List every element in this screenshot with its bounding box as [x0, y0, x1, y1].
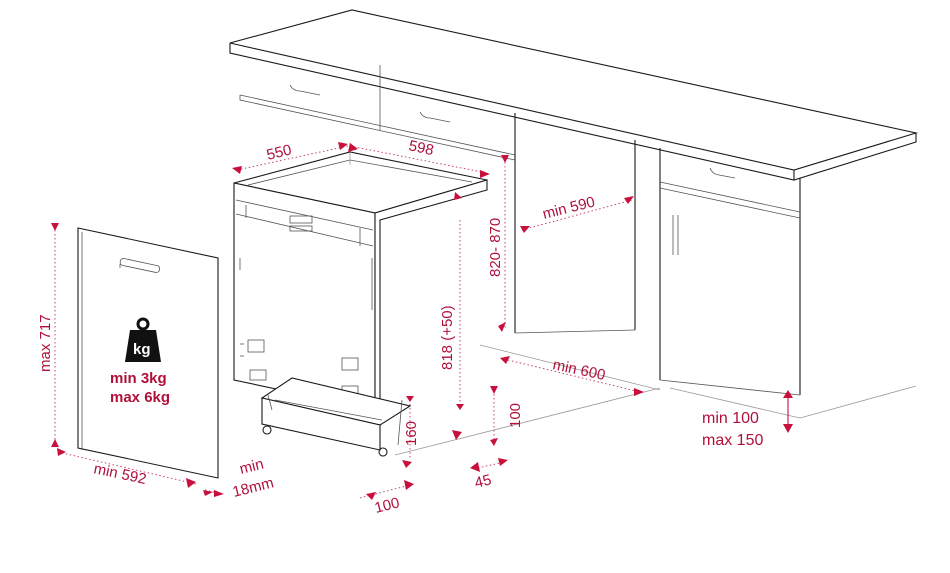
arrow-marker [406, 396, 414, 402]
dim-min592-label: min 592 [92, 460, 148, 488]
arrow-marker [454, 192, 462, 200]
arrow-marker [232, 166, 242, 174]
arrow-marker [186, 478, 196, 488]
arrow-marker [214, 490, 224, 497]
floor [394, 344, 661, 456]
arrow-marker [456, 404, 464, 410]
dim-max717-label: max 717 [37, 314, 54, 372]
arrow-marker [490, 438, 498, 446]
arrow-marker [57, 448, 66, 456]
dim-100-right-label: 100 [507, 403, 524, 428]
weight-max-label: max 6kg [110, 389, 170, 406]
arrow-marker [452, 430, 462, 440]
arrow-marker [51, 439, 59, 447]
arrow-marker [402, 460, 412, 468]
weight-min-label: min 3kg [110, 370, 167, 387]
weight-icon: kg [125, 317, 161, 362]
countertop [229, 9, 919, 181]
arrow-marker [51, 223, 59, 231]
dim-820-870-label: 820- 870 [487, 218, 504, 277]
arrow-marker [501, 155, 509, 163]
dishwasher [233, 151, 488, 457]
weight-icon-label: kg [133, 341, 151, 358]
dim-598-label: 598 [407, 137, 435, 159]
right-cabinet [659, 148, 917, 419]
dim-818-label: 818 (+50) [439, 305, 456, 370]
dim-min-label: min [238, 456, 266, 478]
arrow-marker [634, 388, 644, 396]
arrow-marker [348, 143, 358, 152]
dim-min590-label: min 590 [541, 193, 597, 222]
arrow-marker [500, 356, 510, 364]
arrow-marker [520, 226, 530, 233]
dim-18mm-label: 18mm [231, 474, 276, 501]
dim-550-label: 550 [265, 141, 293, 164]
niche-left-cabinet [514, 113, 636, 334]
dim-45-label: 45 [473, 471, 493, 492]
arrow-markers [51, 142, 793, 500]
dim-min100-label: min 100 [702, 410, 759, 427]
dim-min600-label: min 600 [551, 356, 607, 384]
arrow-marker [783, 390, 793, 398]
arrow-marker [498, 458, 508, 466]
arrow-marker [338, 142, 348, 150]
arrow-marker [783, 424, 793, 433]
arrow-marker [624, 196, 634, 204]
arrow-marker [366, 492, 376, 500]
arrow-marker [480, 170, 490, 178]
arrow-marker [404, 480, 414, 490]
arrow-marker [490, 386, 498, 394]
dim-max150-label: max 150 [702, 432, 763, 449]
arrow-marker [203, 490, 213, 496]
dim-160-label: 160 [403, 421, 420, 446]
cabinet-rail [239, 65, 516, 161]
arrow-marker [498, 322, 506, 332]
dim-100-bottom-label: 100 [373, 494, 401, 517]
arrow-marker [470, 462, 480, 472]
